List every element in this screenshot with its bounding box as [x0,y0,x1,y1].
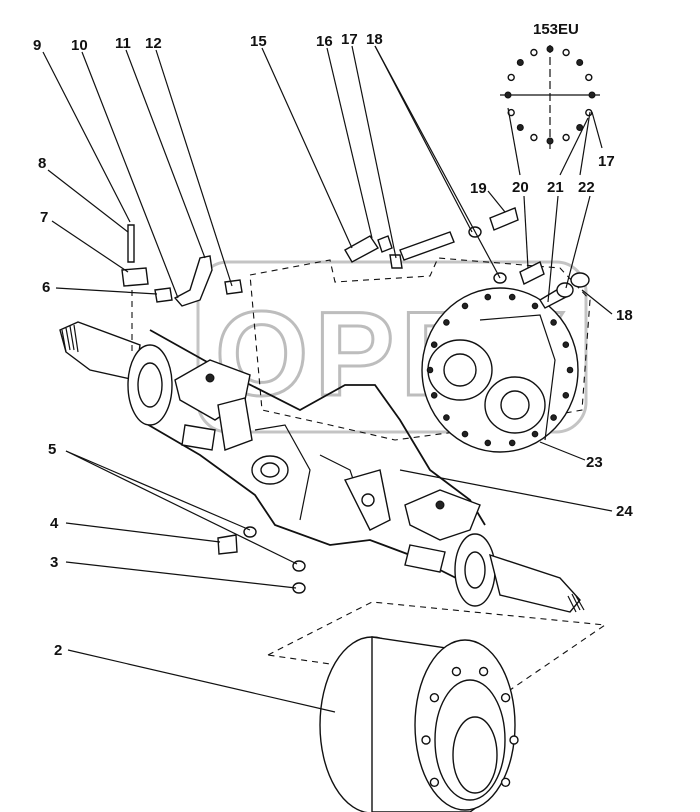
bolt-hole [546,137,554,145]
carrier-bolt-hole [426,366,434,374]
callout-23: 23 [586,454,603,471]
carrier-bolt-hole [484,293,492,301]
callout-3: 3 [50,554,58,571]
callout-6: 6 [42,279,50,296]
bolt-hole [530,133,538,142]
brake-drum [319,636,519,812]
callout-18-top: 18 [366,31,383,48]
bolt-hole [562,133,570,142]
carrier-bolt-hole [443,319,450,326]
right-spring-seat [404,489,481,573]
wheel-stud [429,777,440,787]
bolt-hole [516,124,524,131]
callout-5: 5 [48,441,56,458]
left-spindle [59,321,173,426]
bolt-hole [576,59,584,66]
callout-labels: 9 10 11 12 15 16 17 18 8 7 6 19 20 21 22… [33,21,633,659]
bolt-hole [588,91,596,99]
callout-11: 11 [115,35,131,52]
differential-carrier [421,287,579,453]
callout-24: 24 [616,503,633,520]
right-spindle [454,533,585,613]
callout-2: 2 [54,642,62,659]
bolt-pattern-detail [500,45,600,150]
callout-9: 9 [33,37,41,54]
callout-16: 16 [316,33,333,50]
carrier-bolt-hole [508,439,516,447]
callout-15: 15 [250,33,267,50]
wheel-stud [429,693,440,703]
carrier-bolt-hole [566,366,574,374]
carrier-bolt-hole [430,341,438,349]
detail-label: 153EU [533,21,579,38]
carrier-bolt-hole [443,414,450,421]
callout-19: 19 [470,180,487,197]
bolt-hole [585,73,593,82]
wheel-stud [500,777,511,787]
bolt-hole [507,73,515,82]
callout-20: 20 [512,179,529,196]
wheel-stud [500,693,511,703]
callout-17-detail: 17 [598,153,615,170]
bolt-hole [504,91,512,99]
callout-10: 10 [71,37,88,54]
left-spring-seat [174,359,253,451]
carrier-bolt-hole [531,430,539,438]
callout-22: 22 [578,179,595,196]
callout-8: 8 [38,155,46,172]
carrier-bolt-hole [550,319,557,326]
wheel-stud [509,735,519,745]
carrier-bolt-hole [562,341,570,349]
differential-housing-outline [249,257,591,441]
callout-12: 12 [145,35,162,52]
brake-drum-box [266,601,607,691]
wheel-stud [451,666,462,677]
axle-beam [139,329,486,581]
carrier-bolt-hole [508,293,516,301]
carrier-bolt-hole [430,392,438,399]
callout-7: 7 [40,209,48,226]
callout-4: 4 [50,515,59,532]
callout-21: 21 [547,179,564,196]
bolt-hole [516,59,524,66]
leader-lines [42,45,613,713]
carrier-bolt-hole [550,414,557,421]
carrier-bolt-hole [461,430,469,438]
carrier-bolt-hole [531,302,539,310]
carrier-bolt-hole [461,302,469,310]
carrier-bolt-hole [562,392,570,399]
bolt-hole [530,48,538,57]
carrier-bolt-hole [484,439,492,447]
callout-17-top: 17 [341,31,358,48]
callout-18-right: 18 [616,307,633,324]
bolt-hole [546,45,554,53]
bolt-hole [562,48,570,57]
fasteners [121,207,590,594]
wheel-stud [478,666,489,677]
bolt-hole [585,108,593,117]
wheel-stud [421,735,431,745]
